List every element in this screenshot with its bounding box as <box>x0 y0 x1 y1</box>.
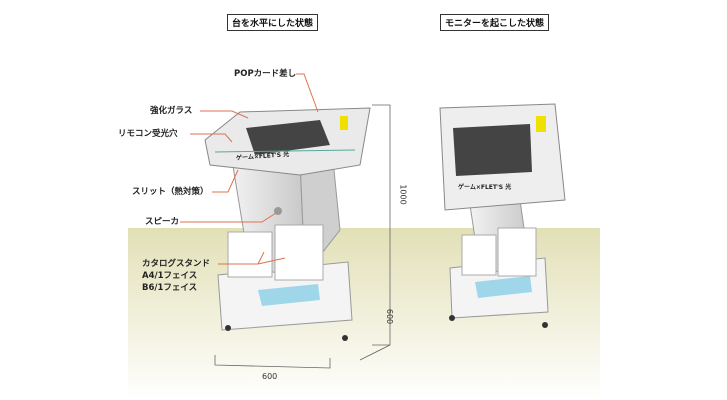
dimension-lines <box>214 104 391 369</box>
label-speaker: スピーカ <box>145 217 180 227</box>
label-a4: A4/1フェイス <box>142 271 198 281</box>
label-catalog-stand: カタログスタンド <box>142 259 211 269</box>
label-slit: スリット（熱対策） <box>132 187 209 197</box>
label-remote-sensor: リモコン受光穴 <box>118 129 178 139</box>
label-pop-card: POPカード差し <box>234 69 297 79</box>
leader-lines <box>180 73 319 265</box>
title-upright: モニターを起こした状態 <box>440 14 550 31</box>
kiosk-upright <box>439 103 566 328</box>
kiosk-horizontal <box>204 107 371 341</box>
dim-height: 1000 <box>398 184 408 205</box>
screen-logo-right: ゲーム×FLET'S 光 <box>458 184 512 191</box>
label-b6: B6/1フェイス <box>142 283 198 293</box>
label-glass: 強化ガラス <box>150 106 193 116</box>
title-horizontal: 台を水平にした状態 <box>227 14 319 31</box>
dim-depth: 600 <box>385 308 395 325</box>
dim-width: 600 <box>262 372 278 381</box>
